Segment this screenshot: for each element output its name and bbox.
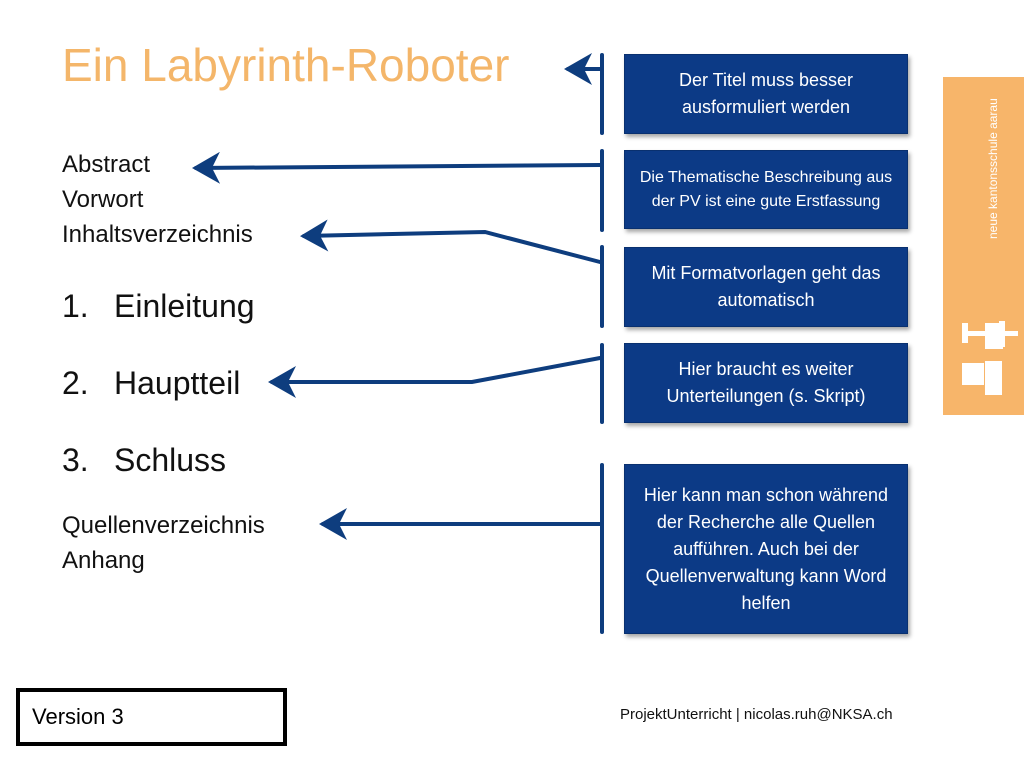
toc-chapter-1: 1. Einleitung [62,286,255,326]
arrow-to-inhaltsverzeichnis [300,219,602,264]
toc-back-matter: Quellenverzeichnis Anhang [62,508,265,578]
chapter-number: 3. [62,442,89,478]
comment-box-title: Der Titel muss besser ausformuliert werd… [624,54,908,134]
comment-box-abstract: Die Thematische Beschreibung aus der PV … [624,150,908,229]
chapter-label: Einleitung [114,288,255,324]
chapter-number: 1. [62,288,89,324]
chapter-number: 2. [62,365,89,401]
school-logo [943,77,1024,415]
chapter-label: Hauptteil [114,365,241,401]
comment-text: Mit Formatvorlagen geht das automatisch [651,263,881,310]
toc-item-anhang: Anhang [62,547,145,574]
toc-chapter-2: 2. Hauptteil [62,363,240,403]
version-label: Version 3 [16,688,287,746]
toc-front-matter: Abstract Vorwort Inhaltsverzeichnis [62,147,253,252]
toc-item-inhaltsverzeichnis: Inhaltsverzeichnis [62,221,253,248]
school-logo-text: neue kantonsschule aarau [986,98,1000,239]
chapter-label: Schluss [114,442,227,478]
toc-item-quellenverzeichnis: Quellenverzeichnis [62,512,265,539]
toc-item-abstract: Abstract [62,151,151,178]
toc-chapter-3: 3. Schluss [62,440,226,480]
comment-box-toc: Mit Formatvorlagen geht das automatisch [624,247,908,327]
school-logo-mark [962,321,1018,395]
arrow-to-abstract [192,151,602,184]
comment-box-hauptteil: Hier braucht es weiter Unterteilungen (s… [624,343,908,423]
comment-text: Hier braucht es weiter Unterteilungen (s… [666,359,866,406]
comment-text: Hier kann man schon während der Recherch… [643,484,889,613]
arrow-to-hauptteil [268,356,602,398]
comment-box-quellen: Hier kann man schon während der Recherch… [624,464,908,634]
footer-text: ProjektUnterricht | nicolas.ruh@NKSA.ch [620,706,893,723]
comment-text: Der Titel muss besser ausformuliert werd… [678,70,854,117]
comment-text: Die Thematische Beschreibung aus der PV … [639,168,893,210]
slide-title: Ein Labyrinth-Roboter [62,39,510,91]
toc-item-vorwort: Vorwort [62,186,144,213]
